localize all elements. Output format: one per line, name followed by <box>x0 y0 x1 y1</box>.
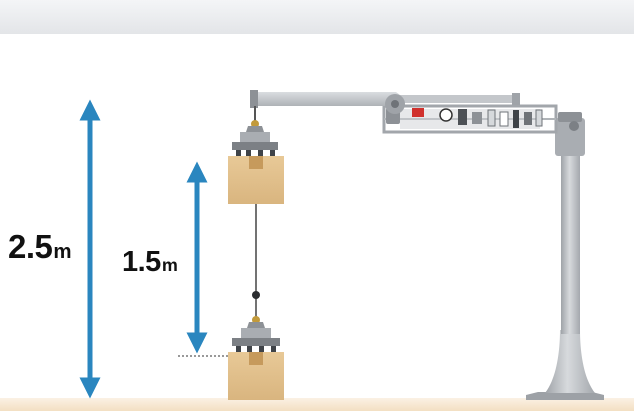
top-band <box>0 0 634 34</box>
jib-crane-icon <box>250 90 604 400</box>
large-height-label: 2.5m <box>8 228 72 266</box>
floor <box>0 398 634 411</box>
small-height-value: 1.5 <box>122 246 161 278</box>
cardboard-box-icon <box>228 156 284 204</box>
small-height-unit: m <box>161 255 178 275</box>
cardboard-box-icon <box>228 352 284 400</box>
vacuum-lifter-icon <box>232 120 278 156</box>
large-height-value: 2.5 <box>8 228 53 265</box>
large-height-unit: m <box>53 240 72 263</box>
small-height-label: 1.5m <box>122 246 178 279</box>
vacuum-lifter-icon <box>232 316 280 352</box>
